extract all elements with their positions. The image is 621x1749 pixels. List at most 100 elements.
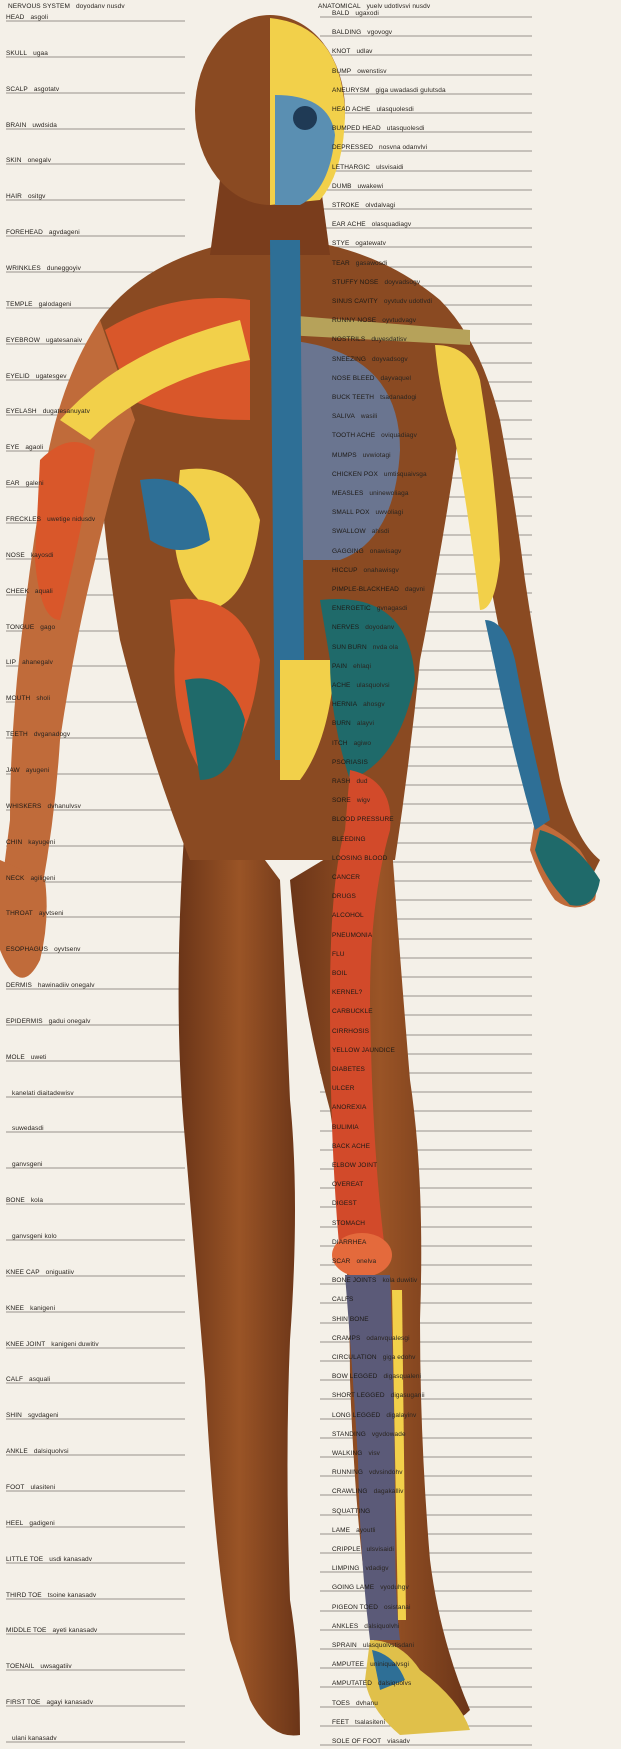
right-label-english: KERNEL? — [332, 989, 362, 996]
right-label: BUCK TEETHtsadanadogi — [332, 394, 417, 401]
right-label: SPRAINulasquolvstisdani — [332, 1642, 414, 1649]
right-label-cherokee: owenstisv — [357, 68, 386, 75]
right-label-english: CARBUCKLE — [332, 1008, 373, 1015]
right-label-english: DRUGS — [332, 893, 356, 900]
left-label-english: CHIN — [6, 839, 22, 846]
right-label-cherokee: dalsiquolvhi — [364, 1623, 399, 1630]
right-label-english: STANDING — [332, 1431, 366, 1438]
left-label-english: ANKLE — [6, 1448, 28, 1455]
right-label-english: TEAR — [332, 260, 350, 267]
right-label: MEASLESuninewoliaga — [332, 490, 409, 497]
left-label-english: TEETH — [6, 731, 28, 738]
right-label-cherokee: wigv — [357, 797, 370, 804]
right-label-cherokee: osistanai — [384, 1604, 411, 1611]
right-label-cherokee: doyvadsogv — [372, 356, 408, 363]
left-label-cherokee: ayugeni — [26, 767, 49, 774]
left-label-english: SKIN — [6, 157, 22, 164]
right-label-cherokee: vgovogv — [367, 29, 392, 36]
right-label: ANOREXIA — [332, 1104, 372, 1111]
right-label: HERNIA ahosgv — [332, 701, 385, 708]
left-label-english: THIRD TOE — [6, 1592, 42, 1599]
left-label-english: FOREHEAD — [6, 229, 43, 236]
left-label: kanelati diaitadewisv — [6, 1090, 74, 1097]
left-label-cherokee: duneggoyiv — [47, 265, 81, 272]
right-label-english: BOIL — [332, 970, 347, 977]
right-label-english: BALDING — [332, 29, 361, 36]
right-label-english: YELLOW JAUNDICE — [332, 1047, 395, 1054]
right-label-english: DEPRESSED — [332, 144, 373, 151]
left-label-cherokee: ayvtseni — [39, 910, 64, 917]
right-label: CRAWLINGdagakalliv — [332, 1488, 404, 1495]
right-label: TEARgasawosdi — [332, 260, 387, 267]
right-label-cherokee: odanvqualesgi — [366, 1335, 409, 1342]
right-label: SQUATTING — [332, 1508, 376, 1515]
right-label-english: SMALL POX — [332, 509, 370, 516]
right-label-english: BULIMIA — [332, 1124, 359, 1131]
left-label: EYELID ugatesgev — [6, 373, 67, 380]
right-label-cherokee: ulasquolvsi — [356, 682, 389, 689]
left-label-cherokee: asgotatv — [34, 86, 59, 93]
left-label-english: EYELID — [6, 373, 30, 380]
right-label-english: PSORIASIS — [332, 759, 368, 766]
left-label-english: WRINKLES — [6, 265, 41, 272]
right-label-english: MEASLES — [332, 490, 363, 497]
left-label: EPIDERMISgadui onegalv — [6, 1018, 90, 1025]
left-label: TOENAILuwsagatiiv — [6, 1663, 72, 1670]
left-label-cherokee: kanelati diaitadewisv — [12, 1090, 74, 1097]
right-label-english: BUMPED HEAD — [332, 125, 381, 132]
left-label-cherokee: dvganadogv — [34, 731, 70, 738]
right-label-cherokee: vdadigv — [365, 1565, 388, 1572]
right-label-english: DIABETES — [332, 1066, 365, 1073]
right-label-cherokee: agiwo — [354, 740, 371, 747]
left-label-cherokee: uwdsida — [32, 122, 57, 129]
left-label: DERMIShawinadiiv onegalv — [6, 982, 95, 989]
right-label-cherokee: uwakewi — [358, 183, 384, 190]
right-label-english: ANOREXIA — [332, 1104, 366, 1111]
left-label-cherokee: ganvsgeni — [12, 1161, 43, 1168]
right-label-english: ITCH — [332, 740, 348, 747]
right-label-cherokee: umtisquaivsga — [384, 471, 427, 478]
right-label: OVEREAT — [332, 1181, 369, 1188]
right-label: BUMPED HEAD utasquolesdi — [332, 125, 424, 132]
right-label-english: LETHARGIC — [332, 164, 370, 171]
left-label-english: ESOPHAGUS — [6, 946, 48, 953]
left-label: WRINKLES duneggoyiv — [6, 265, 81, 272]
right-label-cherokee: ahosgv — [363, 701, 385, 708]
right-label-english: SALIVA — [332, 413, 355, 420]
right-label-cherokee: gvnagasdi — [377, 605, 408, 612]
left-label-cherokee: dugatesanuyatv — [43, 408, 90, 415]
right-label: SCARonelva — [332, 1258, 376, 1265]
left-label-cherokee: usdi kanasadv — [49, 1556, 92, 1563]
left-label: WHISKERSdvhanulvsv — [6, 803, 81, 810]
right-label: BULIMIA — [332, 1124, 365, 1131]
right-label: BLOOD PRESSURE — [332, 816, 400, 823]
right-label-english: HERNIA — [332, 701, 357, 708]
left-label-english: BRAIN — [6, 122, 26, 129]
left-label-cherokee: galeni — [26, 480, 44, 487]
left-label-english: FRECKLES — [6, 516, 41, 523]
left-label-english: BONE — [6, 1197, 25, 1204]
right-label-cherokee: oviquadiagv — [381, 432, 417, 439]
left-label-cherokee: kayosdi — [31, 552, 54, 559]
left-label: HEADasgoli — [6, 14, 48, 21]
right-label-cherokee: ugaxodi — [355, 10, 378, 17]
left-label-cherokee: tsoine kanasadv — [48, 1592, 96, 1599]
right-label-english: CIRRHOSIS — [332, 1028, 369, 1035]
right-label-english: SHORT LEGGED — [332, 1392, 385, 1399]
right-label-cherokee: utasquolesdi — [387, 125, 425, 132]
right-label: PIGEON TOEDosistanai — [332, 1604, 411, 1611]
header-left: NERVOUS SYSTEMdoyodanv nusdv — [8, 3, 125, 10]
left-label-cherokee: ugatesgev — [36, 373, 67, 380]
left-label: suwedasdi — [6, 1125, 44, 1132]
right-label-cherokee: uvwiotagi — [363, 452, 391, 459]
right-label: ENERGETICgvnagasdi — [332, 605, 407, 612]
right-label: ULCER — [332, 1085, 361, 1092]
left-label: SHINsgvdageni — [6, 1412, 58, 1419]
right-label: SOLE OF FOOTviasadv — [332, 1738, 410, 1745]
right-label-cherokee: oyvtudv udotlvdi — [384, 298, 432, 305]
right-label: BOIL — [332, 970, 353, 977]
